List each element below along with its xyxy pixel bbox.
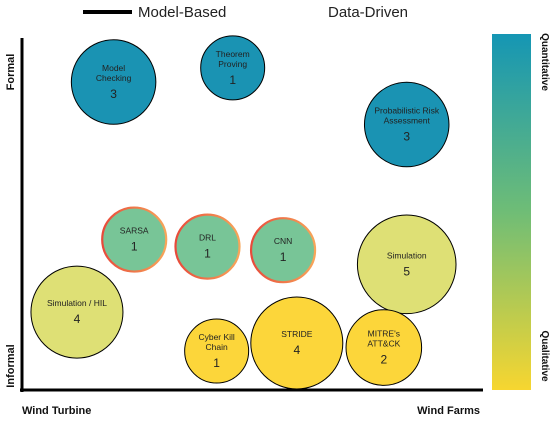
bubbles: ModelChecking3TheoremProving1Probabilist… <box>30 35 457 390</box>
bubble-value: 4 <box>74 312 81 326</box>
y-axis-bottom-label: Informal <box>5 344 17 387</box>
bubble-label: STRIDE <box>281 329 313 339</box>
bubble-label: MITRE's <box>368 329 400 339</box>
legend-label-model-based: Model-Based <box>138 4 226 21</box>
bubble-value: 4 <box>293 343 300 357</box>
bubble-value: 1 <box>280 250 287 264</box>
colorbar-top-label: Quantitative <box>539 33 550 91</box>
bubble-circle <box>363 81 450 168</box>
bubble-label: Model <box>102 63 125 73</box>
colorbar-bottom-label: Qualitative <box>539 330 550 382</box>
colorbar: Quantitative Qualitative <box>492 33 550 390</box>
bubble-value: 1 <box>131 240 138 254</box>
bubble-circle <box>200 35 266 101</box>
bubble-value: 1 <box>204 247 211 261</box>
bubble-circle <box>345 309 423 386</box>
bubble-label: Chain <box>206 342 228 352</box>
bubble-value: 1 <box>213 356 220 370</box>
bubble-label: SARSA <box>120 226 149 236</box>
bubble-label: Simulation / HIL <box>47 298 107 308</box>
x-axis-left-label: Wind Turbine <box>22 405 91 417</box>
bubble-simulation: Simulation 5 <box>356 214 457 315</box>
legend-label-data-driven: Data-Driven <box>328 4 408 21</box>
bubble-label: Assessment <box>384 116 431 126</box>
bubble-circle <box>184 318 250 384</box>
bubble-circle <box>101 206 168 273</box>
bubble-circle <box>249 217 317 284</box>
bubble-simulation-hil: Simulation / HIL 4 <box>30 265 124 359</box>
bubble-circle <box>356 214 457 315</box>
bubble-circle <box>174 213 241 280</box>
bubble-value: 5 <box>403 264 410 278</box>
bubble-label: CNN <box>274 236 292 246</box>
bubble-label: Proving <box>218 59 247 69</box>
colorbar-gradient <box>492 34 531 390</box>
bubble-circle <box>30 265 124 359</box>
bubble-stride: STRIDE 4 <box>250 296 344 390</box>
bubble-value: 2 <box>380 353 387 367</box>
x-axis-right-label: Wind Farms <box>417 405 480 417</box>
bubble-label: Checking <box>96 73 132 83</box>
bubble-cnn: CNN 1 <box>249 217 317 284</box>
bubble-label: Cyber Kill <box>198 332 234 342</box>
bubble-label: ATT&CK <box>367 339 400 349</box>
bubble-label: Simulation <box>387 250 427 260</box>
bubble-label: Probabilistic Risk <box>374 106 439 116</box>
bubble-value: 3 <box>110 87 117 101</box>
legend: Model-Based Data-Driven <box>83 4 408 21</box>
bubble-label: Theorem <box>216 49 250 59</box>
bubble-drl: DRL 1 <box>174 213 241 280</box>
bubble-sarsa: SARSA 1 <box>101 206 168 273</box>
bubble-label: DRL <box>199 233 216 243</box>
y-axis-top-label: Formal <box>5 54 17 91</box>
bubble-circle <box>250 296 344 390</box>
bubble-value: 1 <box>229 73 236 87</box>
bubble-circle <box>70 39 157 125</box>
bubble-value: 3 <box>403 130 410 144</box>
